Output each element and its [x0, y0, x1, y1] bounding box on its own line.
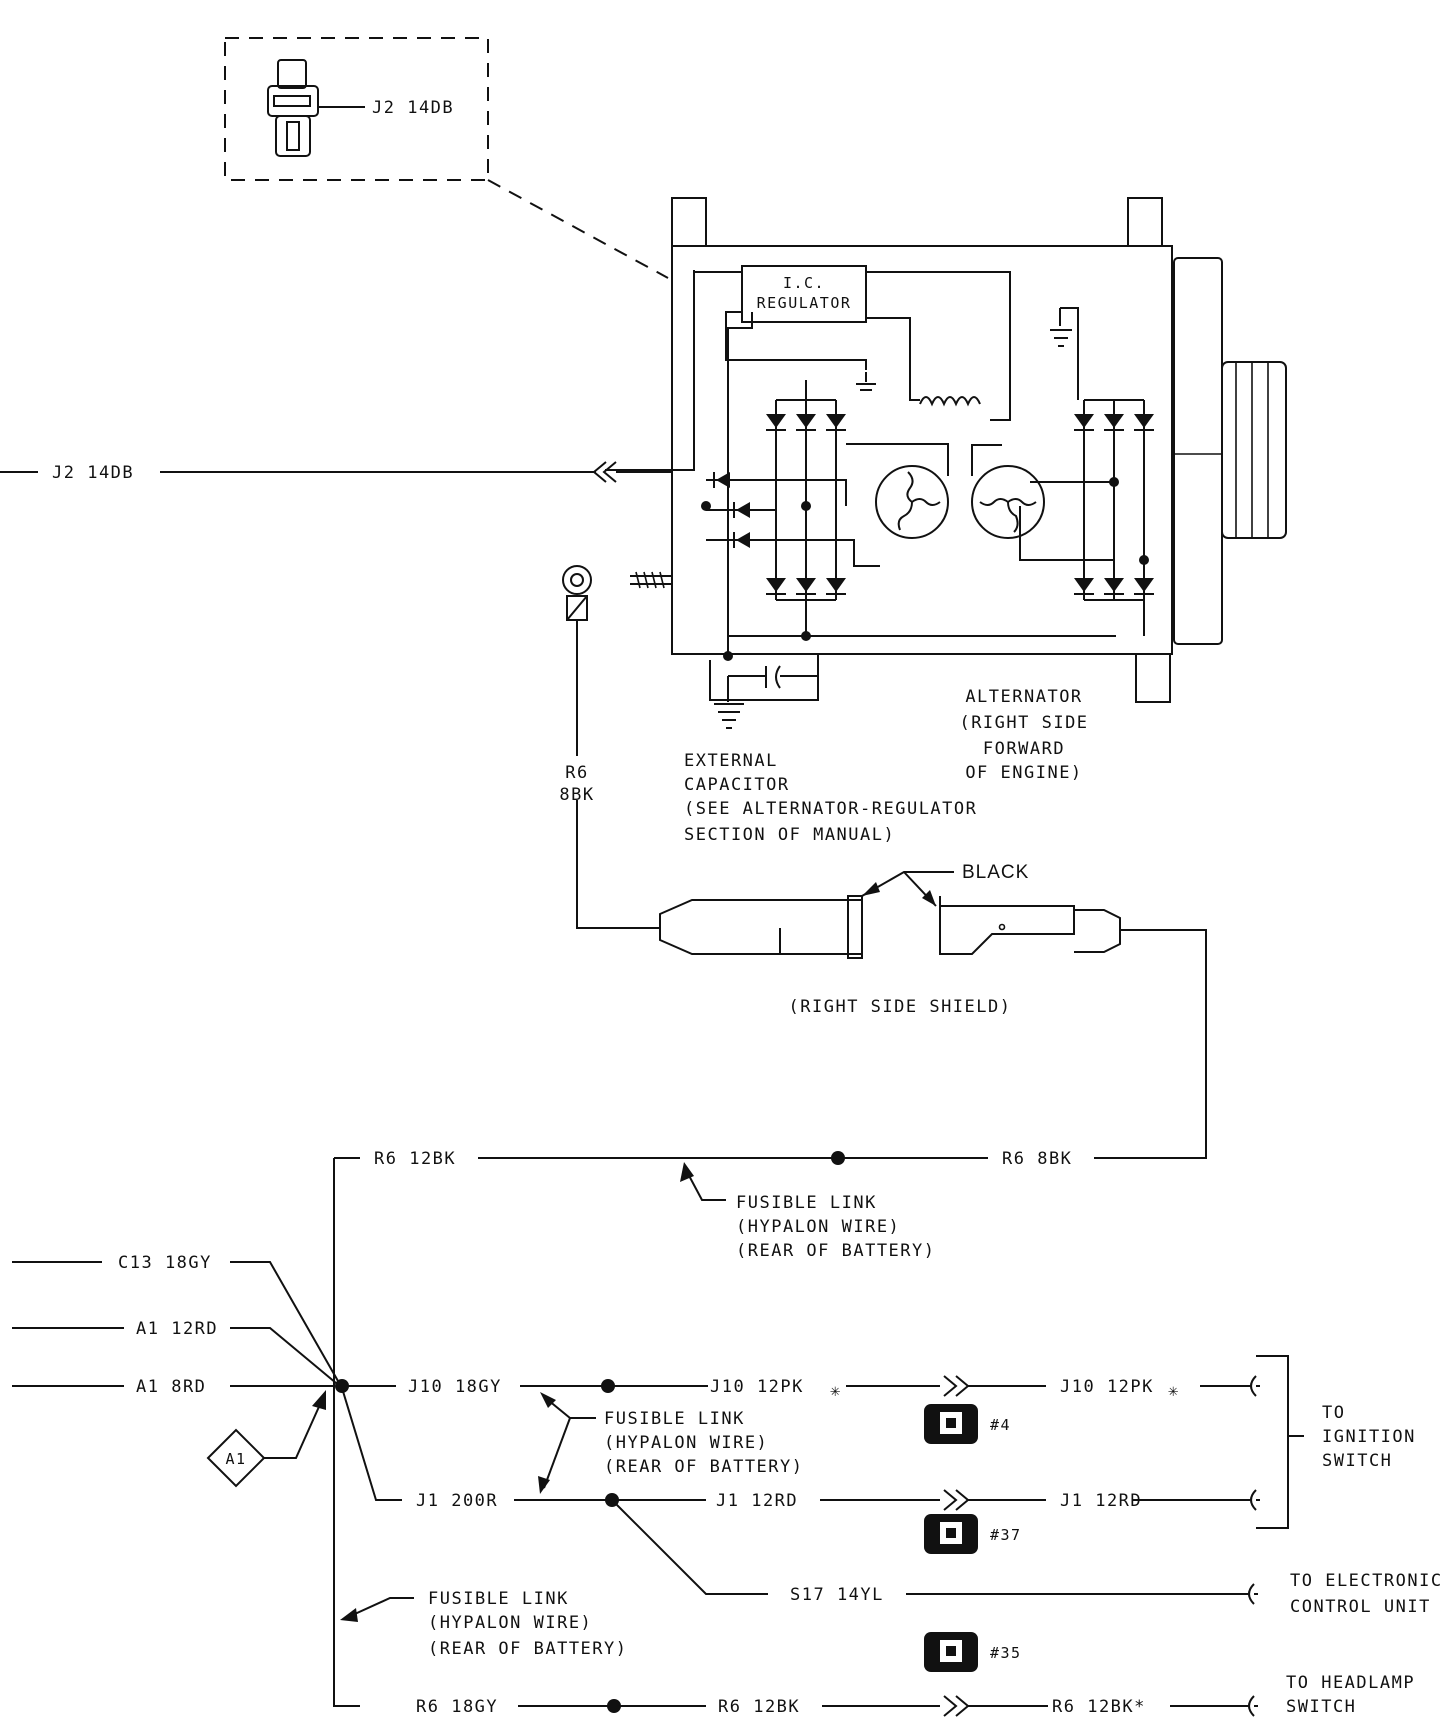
fusible-link-top-line: (REAR OF BATTERY): [736, 1241, 936, 1261]
alternator-housing: [671, 197, 1287, 703]
ecu-destination-line: TO ELECTRONIC: [1290, 1571, 1443, 1591]
ignition-upper-mid: J10 12PK: [710, 1377, 804, 1397]
ring-terminal: [562, 565, 592, 621]
capacitor-label-line: EXTERNAL: [684, 751, 778, 771]
diode-icon: [1104, 578, 1124, 592]
headlamp-mid-wire: R6 12BK: [718, 1697, 800, 1717]
alternator-internal-wiring: [605, 270, 1145, 637]
regulator-label-1: I.C.: [783, 274, 825, 292]
connector-ref-35: #35: [924, 1632, 1022, 1672]
alternator-label-line: OF ENGINE): [965, 763, 1082, 783]
asterisk-icon: ✳: [1168, 1381, 1180, 1401]
fusible-link-top-line: (HYPALON WIRE): [736, 1217, 900, 1237]
ignition-destination-line: SWITCH: [1322, 1451, 1392, 1471]
alternator-label-line: FORWARD: [983, 739, 1065, 759]
diode-icon: [716, 472, 730, 488]
main-bus: R6 12BK R6 8BK FUSIBLE LINK (HYPALON WIR…: [333, 1149, 1072, 1707]
external-capacitor: [709, 636, 819, 729]
stator-winding-right: [971, 465, 1045, 539]
headlamp-branch: R6 18GY R6 12BK R6 12BK* TO HEADLAMP SWI…: [416, 1673, 1415, 1717]
regulator-label-2: REGULATOR: [757, 294, 852, 312]
ignition-lower-mid: J1 12RD: [716, 1491, 798, 1511]
field-wire-label: J2 14DB: [52, 463, 134, 483]
ignition-upper-left: J10 18GY: [408, 1377, 502, 1397]
connector-icon: [267, 59, 319, 157]
diode-icon: [736, 532, 750, 548]
diode-icon: [796, 414, 816, 428]
ignition-upper-right: J10 12PK: [1060, 1377, 1154, 1397]
ignition-destination-line: TO: [1322, 1403, 1345, 1423]
rectifier-diodes: [713, 414, 1154, 595]
ignition-lower-left: J1 200R: [416, 1491, 498, 1511]
connector-chevron-icon: [943, 1489, 970, 1511]
alternator-label: ALTERNATOR (RIGHT SIDE FORWARD OF ENGINE…: [959, 687, 1088, 783]
connector-ref-number: #37: [990, 1526, 1022, 1544]
connector-detail-inset: J2 14DB: [224, 37, 669, 279]
capacitor-label: EXTERNAL CAPACITOR (SEE ALTERNATOR-REGUL…: [684, 751, 977, 845]
alternator-label-line: (RIGHT SIDE: [959, 713, 1088, 733]
ignition-fusible-link-line: (REAR OF BATTERY): [604, 1457, 804, 1477]
bottom-fusible-link-line: FUSIBLE LINK: [428, 1589, 569, 1609]
shield-color-label: BLACK: [962, 862, 1029, 883]
connector-chevron-icon: [943, 1375, 970, 1397]
headlamp-left-wire: R6 18GY: [416, 1697, 498, 1717]
diode-icon: [826, 578, 846, 592]
left-wire-label: C13 18GY: [118, 1253, 212, 1273]
asterisk-icon: ✳: [830, 1381, 842, 1401]
bottom-fusible-link-line: (REAR OF BATTERY): [428, 1639, 628, 1659]
main-bus-left-wire: R6 12BK: [374, 1149, 456, 1169]
main-bus-right-wire: R6 8BK: [1002, 1149, 1072, 1169]
splice-tag-label: A1: [225, 1450, 246, 1468]
diode-icon: [1104, 414, 1124, 428]
diode-icon: [736, 502, 750, 518]
ecu-destination-line: CONTROL UNIT: [1290, 1597, 1431, 1617]
connector-ref-number: #35: [990, 1644, 1022, 1662]
ecu-branch: S17 14YL TO ELECTRONIC CONTROL UNIT: [611, 1499, 1443, 1617]
diode-icon: [766, 414, 786, 428]
output-wire: [576, 620, 660, 929]
connector-chevron-icon: [592, 461, 617, 483]
ecu-wire-label: S17 14YL: [790, 1585, 884, 1605]
inset-wire-label: J2 14DB: [372, 98, 454, 118]
left-wire-label: A1 8RD: [136, 1377, 206, 1397]
connector-ref-4: #4: [924, 1404, 1011, 1444]
ignition-fusible-link-line: FUSIBLE LINK: [604, 1409, 745, 1429]
battery-stud: [630, 571, 672, 589]
left-wire-label: A1 12RD: [136, 1319, 218, 1339]
diode-icon: [826, 414, 846, 428]
left-wires: C13 18GY A1 12RD A1 8RD A1: [12, 1253, 349, 1488]
bottom-fusible-link-line: (HYPALON WIRE): [428, 1613, 592, 1633]
alternator-label-line: ALTERNATOR: [965, 687, 1082, 707]
diode-icon: [1074, 414, 1094, 428]
shield-location-label: (RIGHT SIDE SHIELD): [789, 997, 1012, 1017]
diode-icon: [796, 578, 816, 592]
connector-ref-37: #37: [924, 1514, 1022, 1554]
diode-icon: [1074, 578, 1094, 592]
output-wire-gauge: 8BK: [559, 785, 594, 805]
diode-icon: [1134, 414, 1154, 428]
connector-chevron-icon: [943, 1695, 970, 1717]
bottom-fusible-link: FUSIBLE LINK (HYPALON WIRE) (REAR OF BAT…: [340, 1589, 628, 1659]
ignition-fusible-link-line: (HYPALON WIRE): [604, 1433, 768, 1453]
headlamp-right-wire: R6 12BK*: [1052, 1697, 1146, 1717]
capacitor-label-line: SECTION OF MANUAL): [684, 825, 895, 845]
diode-icon: [1134, 578, 1154, 592]
ignition-destination-line: IGNITION: [1322, 1427, 1416, 1447]
headlamp-destination-line: TO HEADLAMP: [1286, 1673, 1415, 1693]
ignition-branch: J10 18GY J10 12PK ✳ J10 12PK ✳ J1 200R J…: [341, 1355, 1416, 1529]
ic-regulator: I.C. REGULATOR: [741, 265, 867, 323]
headlamp-destination-line: SWITCH: [1286, 1697, 1356, 1717]
capacitor-label-line: CAPACITOR: [684, 775, 790, 795]
diode-icon: [766, 578, 786, 592]
shield-connector: BLACK (RIGHT SIDE SHIELD): [659, 862, 1207, 1159]
field-wire: J2 14DB: [0, 461, 672, 483]
ignition-lower-right: J1 12RD: [1060, 1491, 1142, 1511]
fusible-link-top-line: FUSIBLE LINK: [736, 1193, 877, 1213]
capacitor-label-line: (SEE ALTERNATOR-REGULATOR: [684, 799, 977, 819]
connector-ref-number: #4: [990, 1416, 1011, 1434]
output-wire-code: R6: [565, 763, 588, 783]
stator-winding-left: [875, 465, 949, 539]
